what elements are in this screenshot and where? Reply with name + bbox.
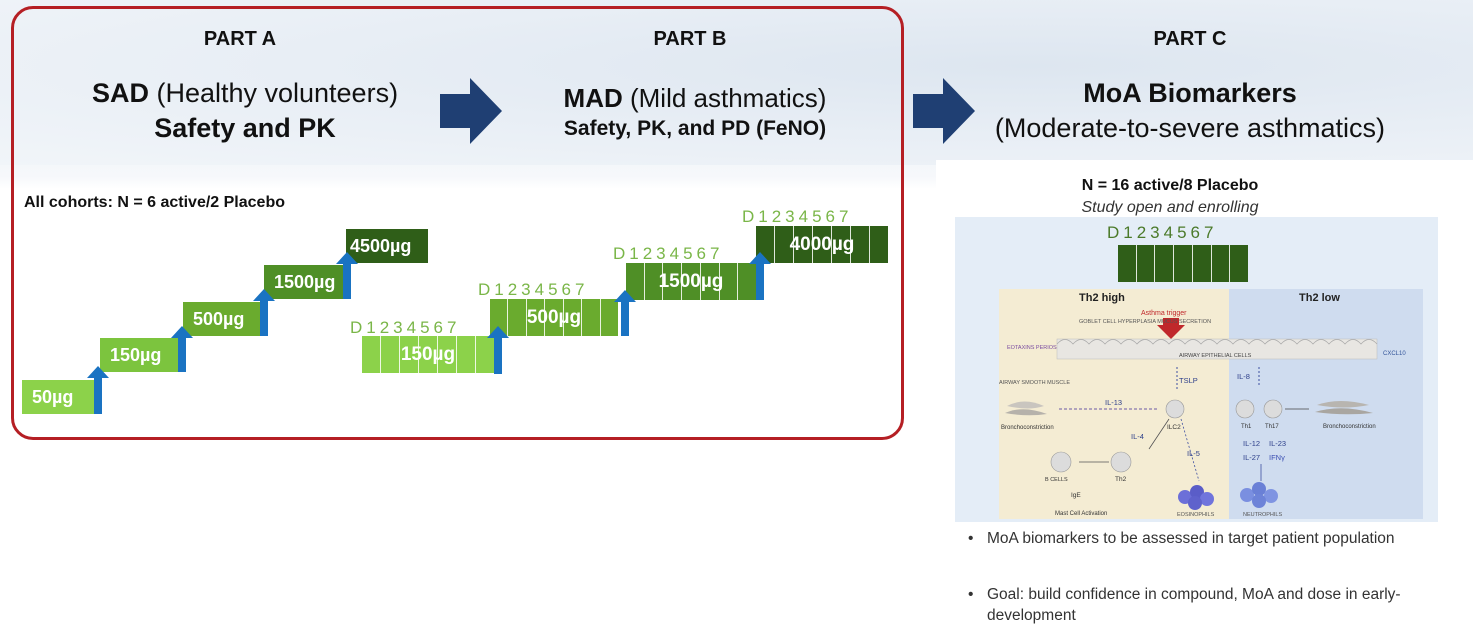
sad-dose-150: 150µg <box>100 338 180 372</box>
mad-days-4000: D1234567 <box>742 207 853 226</box>
part-c-week <box>1118 245 1248 282</box>
fig-epithelial: AIRWAY EPITHELIAL CELLS <box>1179 353 1252 359</box>
part-c-n-line: N = 16 active/8 Placebo <box>1081 177 1259 194</box>
fig-il27: IL-27 <box>1243 453 1260 462</box>
part-b-label: PART B <box>653 28 727 50</box>
fig-broncho-left: Bronchoconstriction <box>1001 425 1054 431</box>
fig-th2-high: Th2 high <box>1079 292 1125 304</box>
part-a-title-rest: (Healthy volunteers) <box>148 78 399 108</box>
fig-neutrophil-cluster-icon <box>1240 482 1278 508</box>
mad-days-150: D1234567 <box>350 318 461 337</box>
part-b-title-rest: (Mild asthmatics) <box>622 83 827 113</box>
fig-asthma-trigger: Asthma trigger <box>1141 310 1187 317</box>
part-b-title-bold: MAD <box>563 83 623 113</box>
fig-eosinophil-cluster-icon <box>1178 485 1214 510</box>
fig-broncho-right: Bronchoconstriction <box>1323 424 1376 430</box>
fig-ilc2: ILC2 <box>1167 424 1181 431</box>
part-c-status: Study open and enrolling <box>1081 199 1259 216</box>
fig-neutrophils: NEUTROPHILS <box>1243 512 1282 518</box>
mad-dose-500: 500µg <box>526 307 582 328</box>
cohorts-note: All cohorts: N = 6 active/2 Placebo <box>24 194 285 211</box>
mad-week-500 <box>490 299 618 336</box>
fig-il8: IL-8 <box>1237 372 1250 381</box>
bullet-dot-icon: • <box>968 586 974 603</box>
sad-step-arrow-1-icon <box>87 366 109 414</box>
part-c-subtitle: (Moderate-to-severe asthmatics) <box>994 113 1386 143</box>
part-a-title-bold: SAD <box>91 78 149 108</box>
th2-mechanism-figure: Th2 high Th2 low Asthma trigger GOBLET C… <box>999 289 1423 519</box>
part-a-subtitle: Safety and PK <box>154 113 336 143</box>
sad-dose-500: 500µg <box>183 302 261 336</box>
part-a-label: PART A <box>203 28 277 50</box>
fig-bcells: B CELLS <box>1045 477 1068 483</box>
part-a-title: SAD (Healthy volunteers) <box>40 78 450 109</box>
part-c-label: PART C <box>1153 28 1227 50</box>
fig-trigger-arrow-icon <box>1157 318 1185 339</box>
fig-th1: Th1 <box>1241 424 1252 430</box>
fig-ifng: IFNγ <box>1269 453 1285 462</box>
part-c-bullet-2-text: Goal: build confidence in compound, MoA … <box>987 586 1401 624</box>
fig-eotaxins: EOTAXINS PERIOSTIN <box>1007 345 1066 351</box>
mad-dose-1500: 1500µg <box>658 271 724 292</box>
fig-th2: Th2 <box>1115 476 1127 483</box>
fig-il5: IL-5 <box>1187 449 1200 458</box>
fig-mast: Mast Cell Activation <box>1055 511 1107 517</box>
fig-eosinophils: EOSINOPHILS <box>1177 512 1215 518</box>
mad-days-1500: D1234567 <box>613 244 724 263</box>
part-b-title: MAD (Mild asthmatics) <box>500 83 890 114</box>
fig-epithelium <box>1056 338 1378 360</box>
fig-tslp: TSLP <box>1179 376 1198 385</box>
fig-th2-low: Th2 low <box>1299 292 1340 304</box>
mad-days-500: D1234567 <box>478 280 589 299</box>
arrow-b-to-c-icon <box>913 78 975 144</box>
part-ab-frame <box>11 6 904 440</box>
fig-bcell-icon <box>1050 451 1072 473</box>
fig-il4: IL-4 <box>1131 432 1144 441</box>
fig-il12: IL-12 <box>1243 439 1260 448</box>
bullet-dot-icon: • <box>968 530 974 547</box>
sad-dose-4500: 4500µg <box>346 229 428 263</box>
sad-dose-1500: 1500µg <box>264 265 344 299</box>
part-c-title: MoA Biomarkers <box>1083 78 1297 108</box>
fig-goblet: GOBLET CELL HYPERPLASIA MUCUS SECRETION <box>1079 319 1211 325</box>
part-c-days: D1234567 <box>1107 223 1218 242</box>
part-c-bullet-1-text: MoA biomarkers to be assessed in target … <box>987 530 1395 547</box>
fig-th2-cell-icon <box>1110 451 1132 473</box>
mad-step-arrow-3-icon <box>749 252 771 300</box>
fig-il23: IL-23 <box>1269 439 1286 448</box>
mad-step-arrow-1-icon <box>487 326 509 374</box>
mad-dose-150: 150µg <box>400 344 456 365</box>
fig-ige: IgE <box>1071 492 1081 499</box>
mad-week-4000 <box>756 226 888 263</box>
mad-week-150 <box>362 336 494 373</box>
sad-step-arrow-2-icon <box>171 326 193 372</box>
mad-week-1500 <box>626 263 756 300</box>
fig-il13: IL-13 <box>1105 398 1122 407</box>
background-header-band <box>0 0 1473 165</box>
part-c-bullet-1: • MoA biomarkers to be assessed in targe… <box>968 528 1438 570</box>
sad-step-arrow-3-icon <box>253 289 275 336</box>
sad-step-arrow-4-icon <box>336 252 358 299</box>
mad-dose-4000: 4000µg <box>789 234 855 255</box>
fig-th17-cell-icon <box>1263 399 1283 419</box>
fig-cxcl10: CXCL10 <box>1383 351 1406 357</box>
fig-ilc2-cell-icon <box>1165 399 1185 419</box>
mad-step-arrow-2-icon <box>614 290 636 336</box>
fig-smooth-muscle: AIRWAY SMOOTH MUSCLE <box>999 380 1070 386</box>
part-b-subtitle: Safety, PK, and PD (FeNO) <box>563 117 827 140</box>
fig-th17: Th17 <box>1265 424 1279 430</box>
arrow-a-to-b-icon <box>440 78 502 144</box>
sad-dose-50: 50µg <box>22 380 98 414</box>
fig-th1-cell-icon <box>1235 399 1255 419</box>
part-c-bullet-2: • Goal: build confidence in compound, Mo… <box>968 584 1438 626</box>
